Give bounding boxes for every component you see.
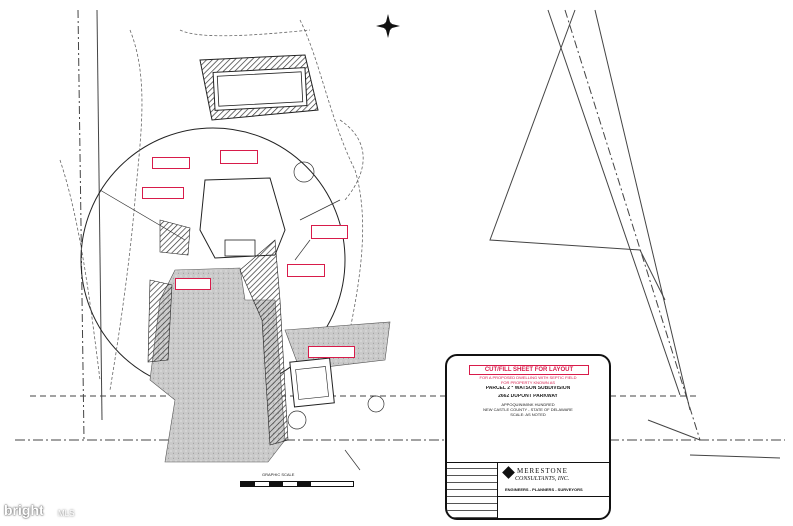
callout-label [142, 187, 184, 199]
parcel-name: PARCEL 2 * WATSON SUBDIVISION [485, 386, 571, 391]
callout-label [175, 278, 211, 290]
graphic-scale-label: GRAPHIC SCALE [262, 472, 295, 477]
callout-label [152, 157, 190, 169]
callout-label [311, 225, 348, 239]
septic-field [199, 54, 319, 121]
title-block-header: CUT/FILL SHEET FOR LAYOUT FOR A PROPOSED… [447, 356, 609, 463]
graphic-scale-bar [240, 481, 354, 487]
cut-fill-hatch [147, 219, 289, 446]
sheet-subtitle-2: FOR PROPERTY KNOWN AS [500, 380, 556, 385]
scale-note: SCALE: AS NOTED [510, 412, 546, 417]
mls-watermark-tag: MLS [58, 509, 75, 518]
garage-building [289, 357, 335, 408]
title-block-footer [497, 496, 609, 518]
tree-symbols [287, 161, 385, 430]
north-arrow-icon [376, 14, 400, 38]
leader-lines [99, 189, 361, 471]
callout-label [287, 264, 325, 277]
county-state: NEW CASTLE COUNTY - STATE OF DELAWARE [483, 407, 573, 412]
company-logo-icon [502, 466, 515, 479]
company-services: ENGINEERS - PLANNERS - SURVEYORS [505, 487, 583, 492]
contour-lines [59, 19, 364, 391]
sheet-title: CUT/FILL SHEET FOR LAYOUT [469, 365, 589, 375]
property-lines [15, 9, 785, 459]
callout-label [308, 346, 355, 358]
hundred-name: APPOQUINIMINK HUNDRED [501, 402, 555, 407]
property-address: 2662 DUPONT PARKWAY [498, 394, 558, 399]
callout-label [220, 150, 258, 164]
company-name: MERESTONE [517, 467, 568, 475]
company-name-2: CONSULTANTS, INC. [515, 476, 570, 482]
title-block: CUT/FILL SHEET FOR LAYOUT FOR A PROPOSED… [445, 354, 611, 520]
revision-table [447, 462, 498, 518]
bright-mls-watermark: bright [4, 502, 44, 518]
sheet-subtitle: FOR A PROPOSED DWELLING WITH SEPTIC FIEL… [479, 375, 577, 380]
